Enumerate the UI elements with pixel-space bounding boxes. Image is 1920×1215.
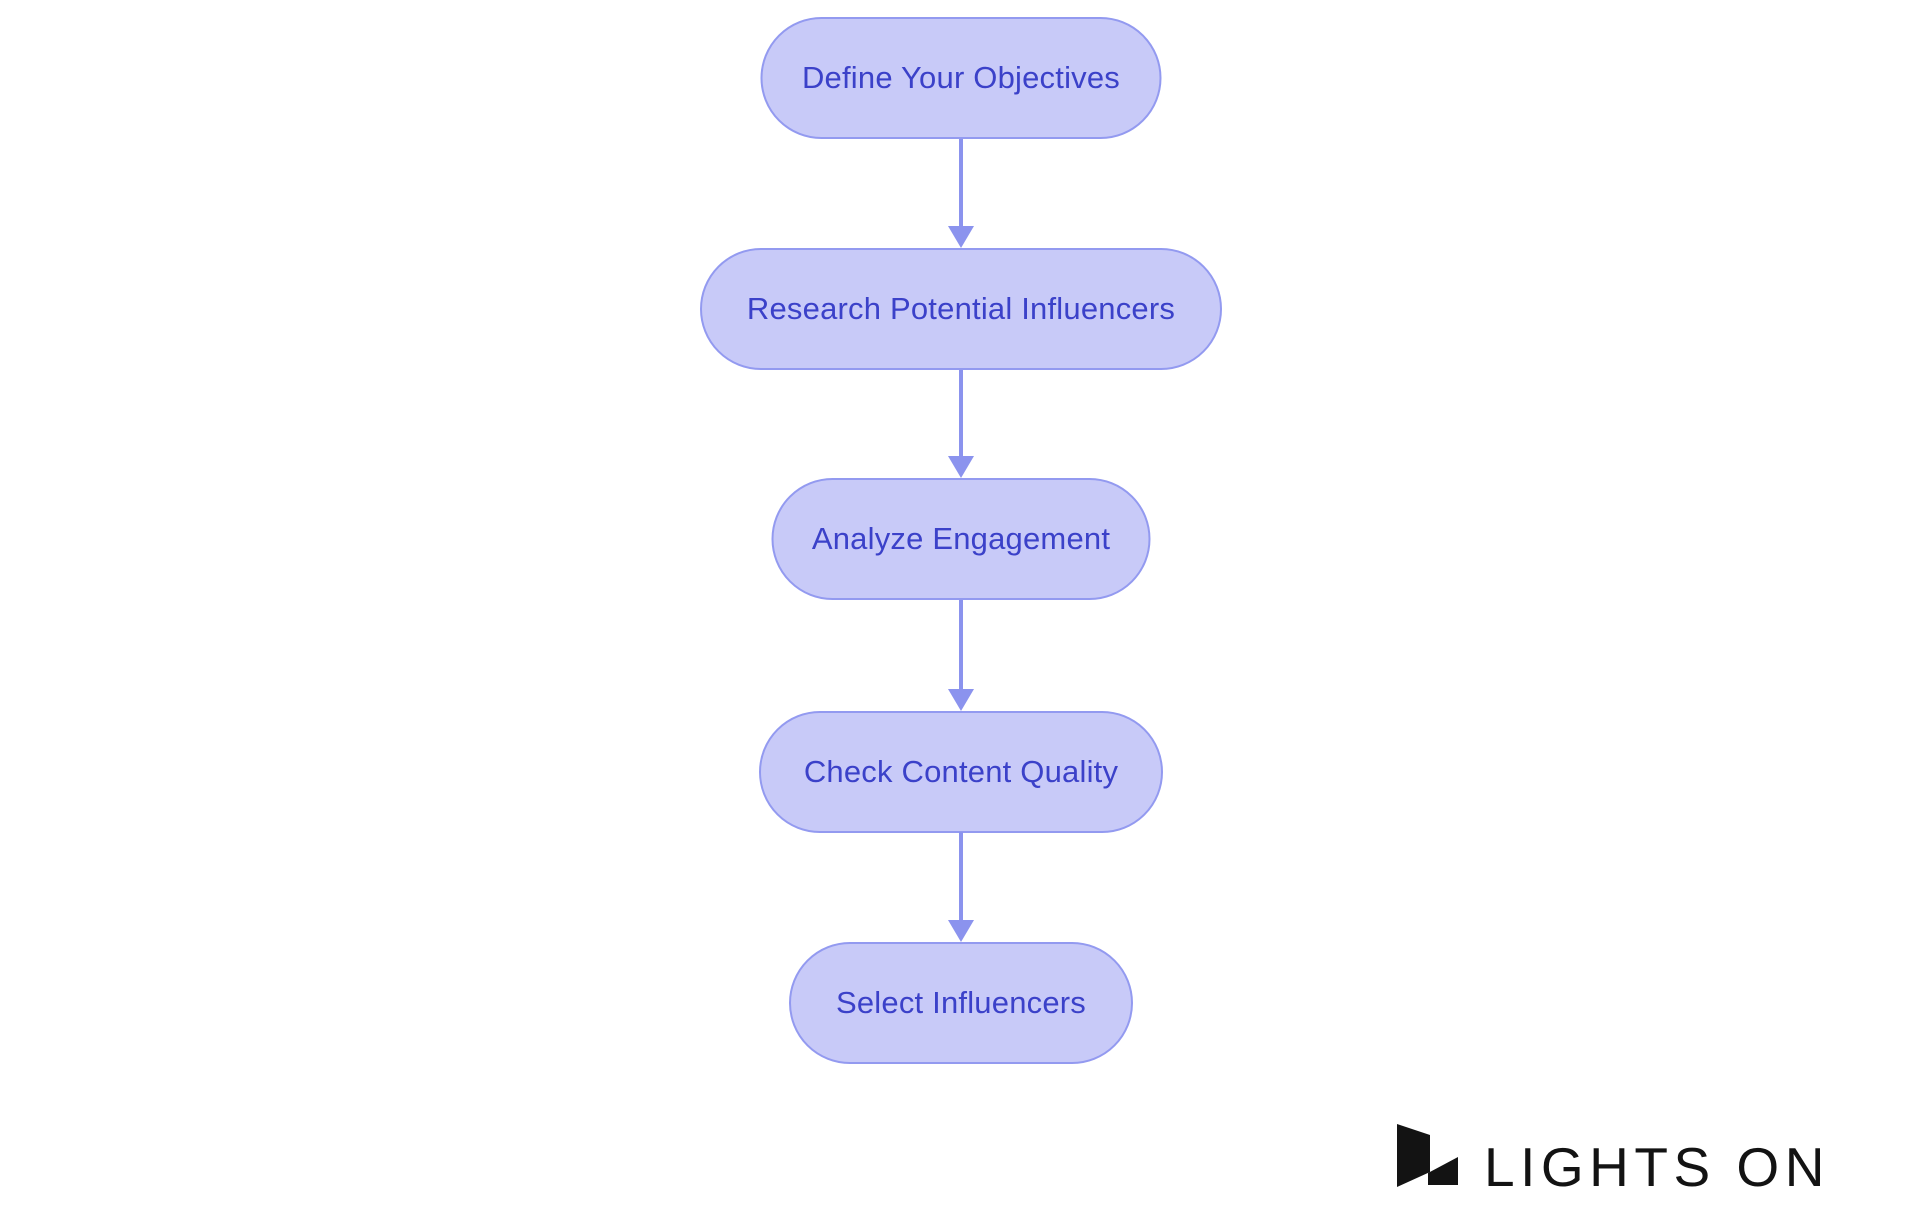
flow-node-label: Check Content Quality [803, 754, 1119, 789]
connector-arrow-line-3 [959, 600, 963, 689]
connector-arrowhead-icon-3 [948, 689, 974, 711]
flow-node-label: Research Potential Influencers [746, 291, 1176, 326]
connector-arrowhead-icon-4 [948, 920, 974, 942]
flow-node-define-your-objectives: Define Your Objectives [760, 17, 1162, 139]
lights-on-logo-text: LIGHTS ON [1484, 1136, 1830, 1199]
flow-node-label: Analyze Engagement [811, 521, 1111, 556]
flow-node-check-content-quality: Check Content Quality [759, 711, 1163, 833]
flow-node-research-potential-influencers: Research Potential Influencers [700, 248, 1222, 370]
flow-node-select-influencers: Select Influencers [789, 942, 1133, 1064]
lights-on-logo-icon [1397, 1124, 1458, 1187]
flow-node-label: Define Your Objectives [801, 60, 1121, 95]
flow-node-analyze-engagement: Analyze Engagement [771, 478, 1151, 600]
connector-arrow-line-2 [959, 370, 963, 456]
connector-arrowhead-icon-1 [948, 226, 974, 248]
lights-on-logo: LIGHTS ON [1397, 1123, 1830, 1199]
flow-node-label: Select Influencers [835, 985, 1086, 1020]
connector-arrowhead-icon-2 [948, 456, 974, 478]
connector-arrow-line-1 [959, 139, 963, 226]
connector-arrow-line-4 [959, 832, 963, 920]
